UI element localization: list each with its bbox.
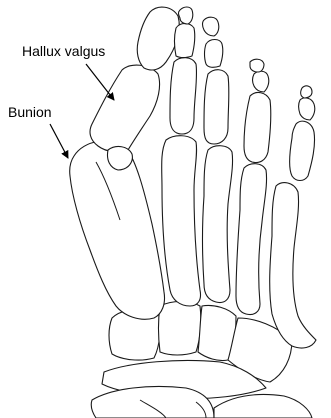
fifth-distal-phalanx: [301, 86, 312, 98]
fifth-proximal-phalanx: [290, 121, 315, 180]
second-distal-phalanx: [179, 7, 193, 24]
third-ray: [203, 17, 233, 302]
fifth-middle-phalanx: [299, 98, 315, 120]
bunion-arrow: [50, 124, 68, 158]
fourth-distal-phalanx: [250, 59, 264, 72]
fifth-metatarsal: [270, 183, 316, 348]
hallux-valgus-label: Hallux valgus: [22, 43, 105, 59]
intermediate-cuneiform: [159, 302, 201, 356]
third-distal-phalanx: [203, 17, 219, 36]
third-proximal-phalanx: [204, 70, 229, 144]
second-proximal-phalanx: [170, 58, 197, 134]
fourth-proximal-phalanx: [244, 93, 271, 163]
second-middle-phalanx: [175, 24, 195, 58]
third-middle-phalanx: [205, 40, 223, 68]
sesamoid: [107, 147, 132, 170]
fourth-ray: [236, 59, 271, 314]
first-proximal-phalanx: [90, 65, 160, 152]
third-metatarsal: [203, 146, 233, 303]
hallux-valgus-callout: Hallux valgus: [22, 43, 114, 100]
second-metatarsal: [162, 136, 201, 306]
hallux-valgus-arrow: [86, 64, 114, 100]
fifth-ray: [270, 86, 316, 348]
calcaneus-edge: [214, 395, 312, 418]
bunion-callout: Bunion: [8, 104, 68, 158]
talus-head: [91, 387, 214, 418]
first-distal-phalanx: [137, 7, 179, 70]
fourth-middle-phalanx: [253, 71, 269, 92]
fourth-metatarsal: [236, 164, 267, 315]
bunion-label: Bunion: [8, 104, 52, 120]
